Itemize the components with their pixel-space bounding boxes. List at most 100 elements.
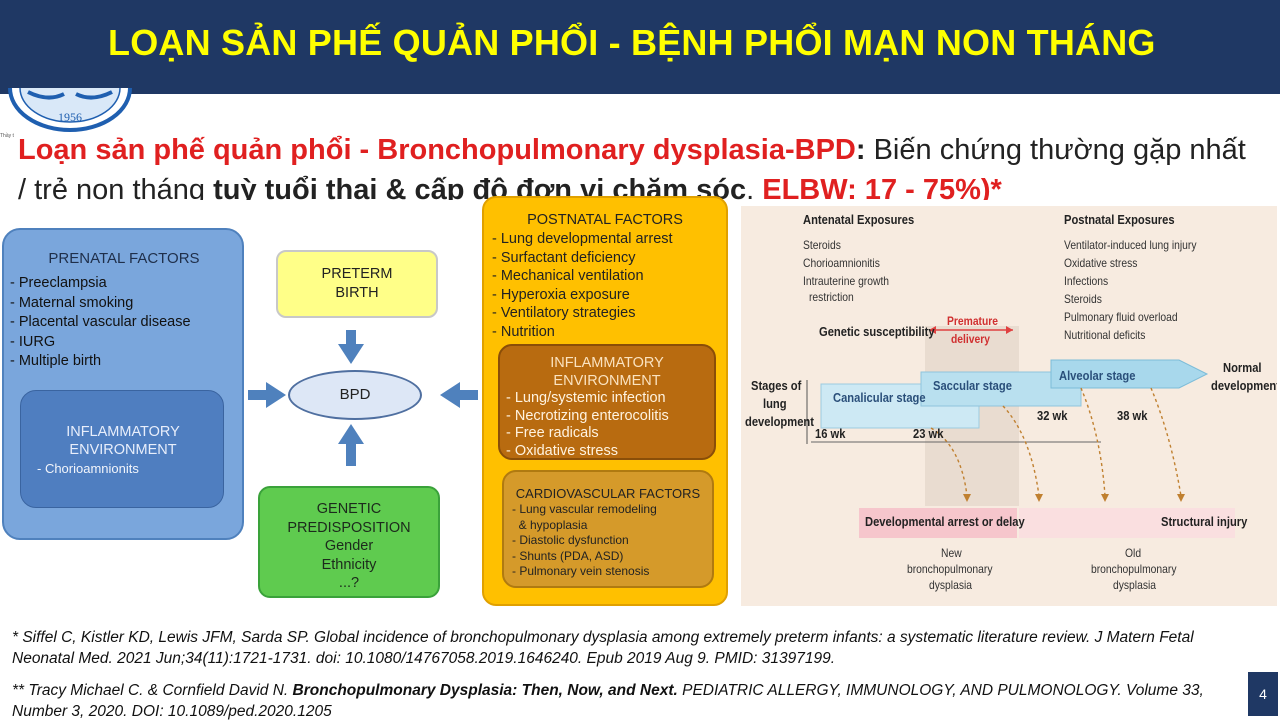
antenatal-title: Antenatal Exposures xyxy=(803,212,915,227)
prenatal-item: - Placental vascular disease xyxy=(10,314,191,330)
prenatal-item: - Maternal smoking xyxy=(10,294,134,311)
normal-development-line1: Normal xyxy=(1223,360,1262,375)
genetic-line3: Gender xyxy=(324,538,374,554)
connector-head xyxy=(963,494,971,502)
intro-text: Biến chứng thường gặp nhất / trẻ non thá… xyxy=(18,134,1246,200)
footnote-tracy-source: PEDIATRIC ALLERGY, IMMUNOLOGY, AND PULMO… xyxy=(12,682,1204,720)
inflam-title-line1: INFLAMMATORY xyxy=(66,424,180,440)
injury-band xyxy=(1019,508,1235,538)
structural-injury-label: Structural injury xyxy=(1161,514,1248,529)
week-38-label: 38 wk xyxy=(1117,408,1148,423)
footnote-tracy-authors: ** Tracy Michael C. & Cornfield David N. xyxy=(12,682,293,699)
postnatal-exposure-item: Steroids xyxy=(1064,292,1102,306)
genetic-line2: PREDISPOSITION xyxy=(287,519,411,536)
inflammatory-item: - Oxidative stress xyxy=(506,442,618,459)
postnatal-item: - Lung developmental arrest xyxy=(492,231,673,247)
antenatal-item: Chorioamnionitis xyxy=(803,256,880,270)
old-bpd-line3: dysplasia xyxy=(1113,578,1157,592)
inflammatory-item: - Free radicals xyxy=(506,425,599,441)
postnatal-inflammatory-list: - Lung/systemic infection - Necrotizing … xyxy=(506,390,669,460)
lung-development-graphics xyxy=(806,326,1235,538)
intro-bold-text: tuỳ tuổi thai & cấp độ đơn vị chăm sóc xyxy=(213,174,747,200)
lung-development-figure: Antenatal Exposures Steroids Chorioamnio… xyxy=(741,206,1277,606)
connector-head xyxy=(1035,494,1043,502)
stages-label-line3: development xyxy=(745,414,814,429)
week-16-label: 16 wk xyxy=(815,426,846,441)
arrow-left-from-postnatal xyxy=(440,382,478,408)
elbw-incidence: ELBW: 17 - 75%)* xyxy=(762,174,1002,200)
prenatal-list: - Preeclampsia - Maternal smoking - Plac… xyxy=(10,274,191,372)
postnatal-item: - Surfactant deficiency xyxy=(492,249,636,266)
prenatal-inflammatory-box: INFLAMMATORY ENVIRONMENT - Chorioamnionit… xyxy=(20,390,224,508)
postnatal-exposure-item: Infections xyxy=(1064,274,1109,288)
developmental-arrest-label: Developmental arrest or delay xyxy=(865,514,1025,529)
preterm-birth-label: PRETERM BIRTH xyxy=(278,265,436,303)
antenatal-item: restriction xyxy=(809,290,854,304)
intro-colon: : xyxy=(855,134,866,166)
footnote-tracy: ** Tracy Michael C. & Cornfield David N.… xyxy=(12,680,1222,720)
inflammatory-item: - Necrotizing enterocolitis xyxy=(506,407,669,424)
cardio-item: - Pulmonary vein stenosis xyxy=(512,564,650,578)
new-bpd-line3: dysplasia xyxy=(929,578,973,592)
inflam-title-line2: ENVIRONMENT xyxy=(69,442,177,458)
connector-head xyxy=(1177,494,1185,502)
intro-paragraph: Loạn sản phế quản phổi - Bronchopulmonar… xyxy=(18,130,1258,200)
postnatal-exposure-item: Ventilator-induced lung injury xyxy=(1064,238,1197,252)
genetic-predisposition-box: GENETIC PREDISPOSITION Gender Ethnicity … xyxy=(258,486,440,598)
connector xyxy=(1150,387,1182,497)
old-bpd-line1: Old xyxy=(1125,546,1142,560)
footnote-siffel: * Siffel C, Kistler KD, Lewis JFM, Sarda… xyxy=(12,629,1194,667)
cardiovascular-list: - Lung vascular remodeling & hypoplasia … xyxy=(512,502,657,580)
footnote-tracy-title: Bronchopulmonary Dysplasia: Then, Now, a… xyxy=(292,682,678,699)
new-bpd-line2: bronchopulmonary xyxy=(907,562,993,576)
prenatal-inflammatory-item: - Chorioamnionits xyxy=(37,461,139,476)
alveolar-stage-label: Alveolar stage xyxy=(1059,368,1136,383)
prenatal-title: PRENATAL FACTORS xyxy=(48,250,200,267)
connector xyxy=(1002,405,1040,497)
saccular-bar xyxy=(920,371,1082,407)
canalicular-stage-label: Canalicular stage xyxy=(833,390,926,405)
dashed-connectors xyxy=(930,387,1182,497)
normal-development-line2: development xyxy=(1211,378,1277,393)
logo-caption: Thầy t xyxy=(0,133,14,139)
old-bpd-line2: bronchopulmonary xyxy=(1091,562,1177,576)
slide-title: LOẠN SẢN PHẾ QUẢN PHỔI - BỆNH PHỔI MẠN N… xyxy=(108,22,1156,63)
cardio-item: - Lung vascular remodeling xyxy=(512,502,657,516)
cardiovascular-title: CARDIOVASCULAR FACTORS xyxy=(515,486,701,501)
week-23-label: 23 wk xyxy=(913,426,944,441)
page-number: 4 xyxy=(1248,672,1278,716)
postnatal-item: - Nutrition xyxy=(492,323,555,340)
preterm-line2: BIRTH xyxy=(335,285,379,301)
genetic-susceptibility-label: Genetic susceptibility xyxy=(819,324,935,339)
postnatal-title: POSTNATAL FACTORS xyxy=(527,212,683,228)
genetic-line5: ...? xyxy=(338,575,360,591)
week-32-label: 32 wk xyxy=(1037,408,1068,423)
connector-heads xyxy=(963,494,1185,502)
arrest-band xyxy=(859,508,1017,538)
postnatal-exposure-item: Oxidative stress xyxy=(1064,256,1138,270)
new-bpd-line1: New xyxy=(941,546,962,560)
prenatal-item: - IURG xyxy=(10,333,56,350)
premature-label-line2: delivery xyxy=(951,332,991,346)
bpd-ellipse: BPD xyxy=(288,370,422,420)
arrow-right-from-prenatal xyxy=(248,382,286,408)
premature-label-line1: Premature xyxy=(947,314,999,328)
inflammatory-item: - Lung/systemic infection xyxy=(506,390,666,406)
cardio-item: - Diastolic dysfunction xyxy=(512,533,629,547)
prenatal-inflammatory-title: INFLAMMATORY ENVIRONMENT xyxy=(21,423,225,459)
postnatal-item: - Ventilatory strategies xyxy=(492,305,636,321)
bpd-definition-term: Loạn sản phế quản phổi - Bronchopulmonar… xyxy=(18,134,856,166)
postnatal-item: - Mechanical ventilation xyxy=(492,268,644,284)
cardiovascular-factors-box: CARDIOVASCULAR FACTORS - Lung vascular r… xyxy=(502,470,714,588)
connector xyxy=(1080,387,1106,497)
inflam-title-line2: ENVIRONMENT xyxy=(553,373,661,389)
genetic-line1: GENETIC xyxy=(316,501,382,517)
stages-label-line1: Stages of xyxy=(751,378,802,393)
preterm-line1: PRETERM xyxy=(321,266,393,282)
antenatal-item: Intrauterine growth xyxy=(803,274,890,288)
prenatal-factors-box: PRENATAL FACTORS - Preeclampsia - Matern… xyxy=(2,228,244,540)
saccular-stage-label: Saccular stage xyxy=(933,378,1012,393)
